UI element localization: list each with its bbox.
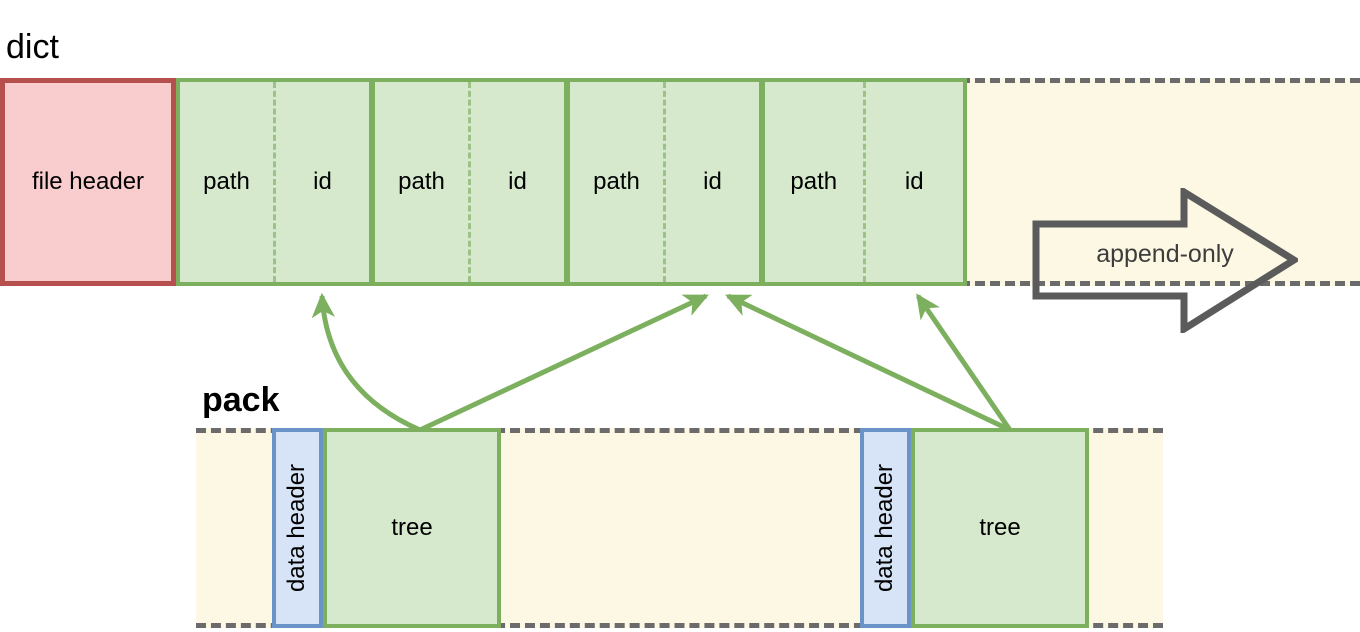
pack-row-label: pack [202, 381, 280, 419]
dict-entry-id: id [703, 168, 722, 195]
connector-tree1-to-entry3 [418, 293, 709, 433]
append-only-label: append-only [1096, 240, 1234, 268]
connector-tree2-to-entry3 [725, 293, 1012, 433]
pack-row: data header tree data header tree [196, 428, 1163, 628]
data-header-label: data header [283, 463, 311, 593]
data-header-cell[interactable]: data header [272, 428, 323, 628]
dict-entry-path: path [180, 82, 276, 282]
dict-entry-id: id [508, 168, 527, 195]
dict-row: file header path id path id path id path… [0, 78, 1360, 333]
dict-entry[interactable]: path id [761, 78, 967, 286]
dict-entry-id: id [904, 168, 924, 195]
data-header-cell[interactable]: data header [860, 428, 911, 628]
file-header-cell[interactable]: file header [0, 78, 176, 286]
connector-tree1-to-entry1 [311, 292, 421, 433]
tree-block[interactable]: tree [911, 428, 1089, 628]
data-header-label: data header [871, 463, 899, 593]
dict-entry[interactable]: path id [176, 78, 373, 286]
connector-tree2-to-entry4 [915, 293, 1013, 432]
tree-block[interactable]: tree [323, 428, 501, 628]
dict-entry-path: path [375, 82, 471, 282]
dict-entry-path: path [570, 82, 666, 282]
dict-row-label: dict [6, 28, 59, 66]
dict-entry[interactable]: path id [566, 78, 763, 286]
append-only-arrow: append-only [1032, 188, 1298, 333]
dict-entry-id: id [313, 168, 332, 195]
dict-entry[interactable]: path id [371, 78, 568, 286]
dict-entry-path: path [765, 82, 866, 282]
append-only-arrow-icon [1032, 188, 1298, 333]
